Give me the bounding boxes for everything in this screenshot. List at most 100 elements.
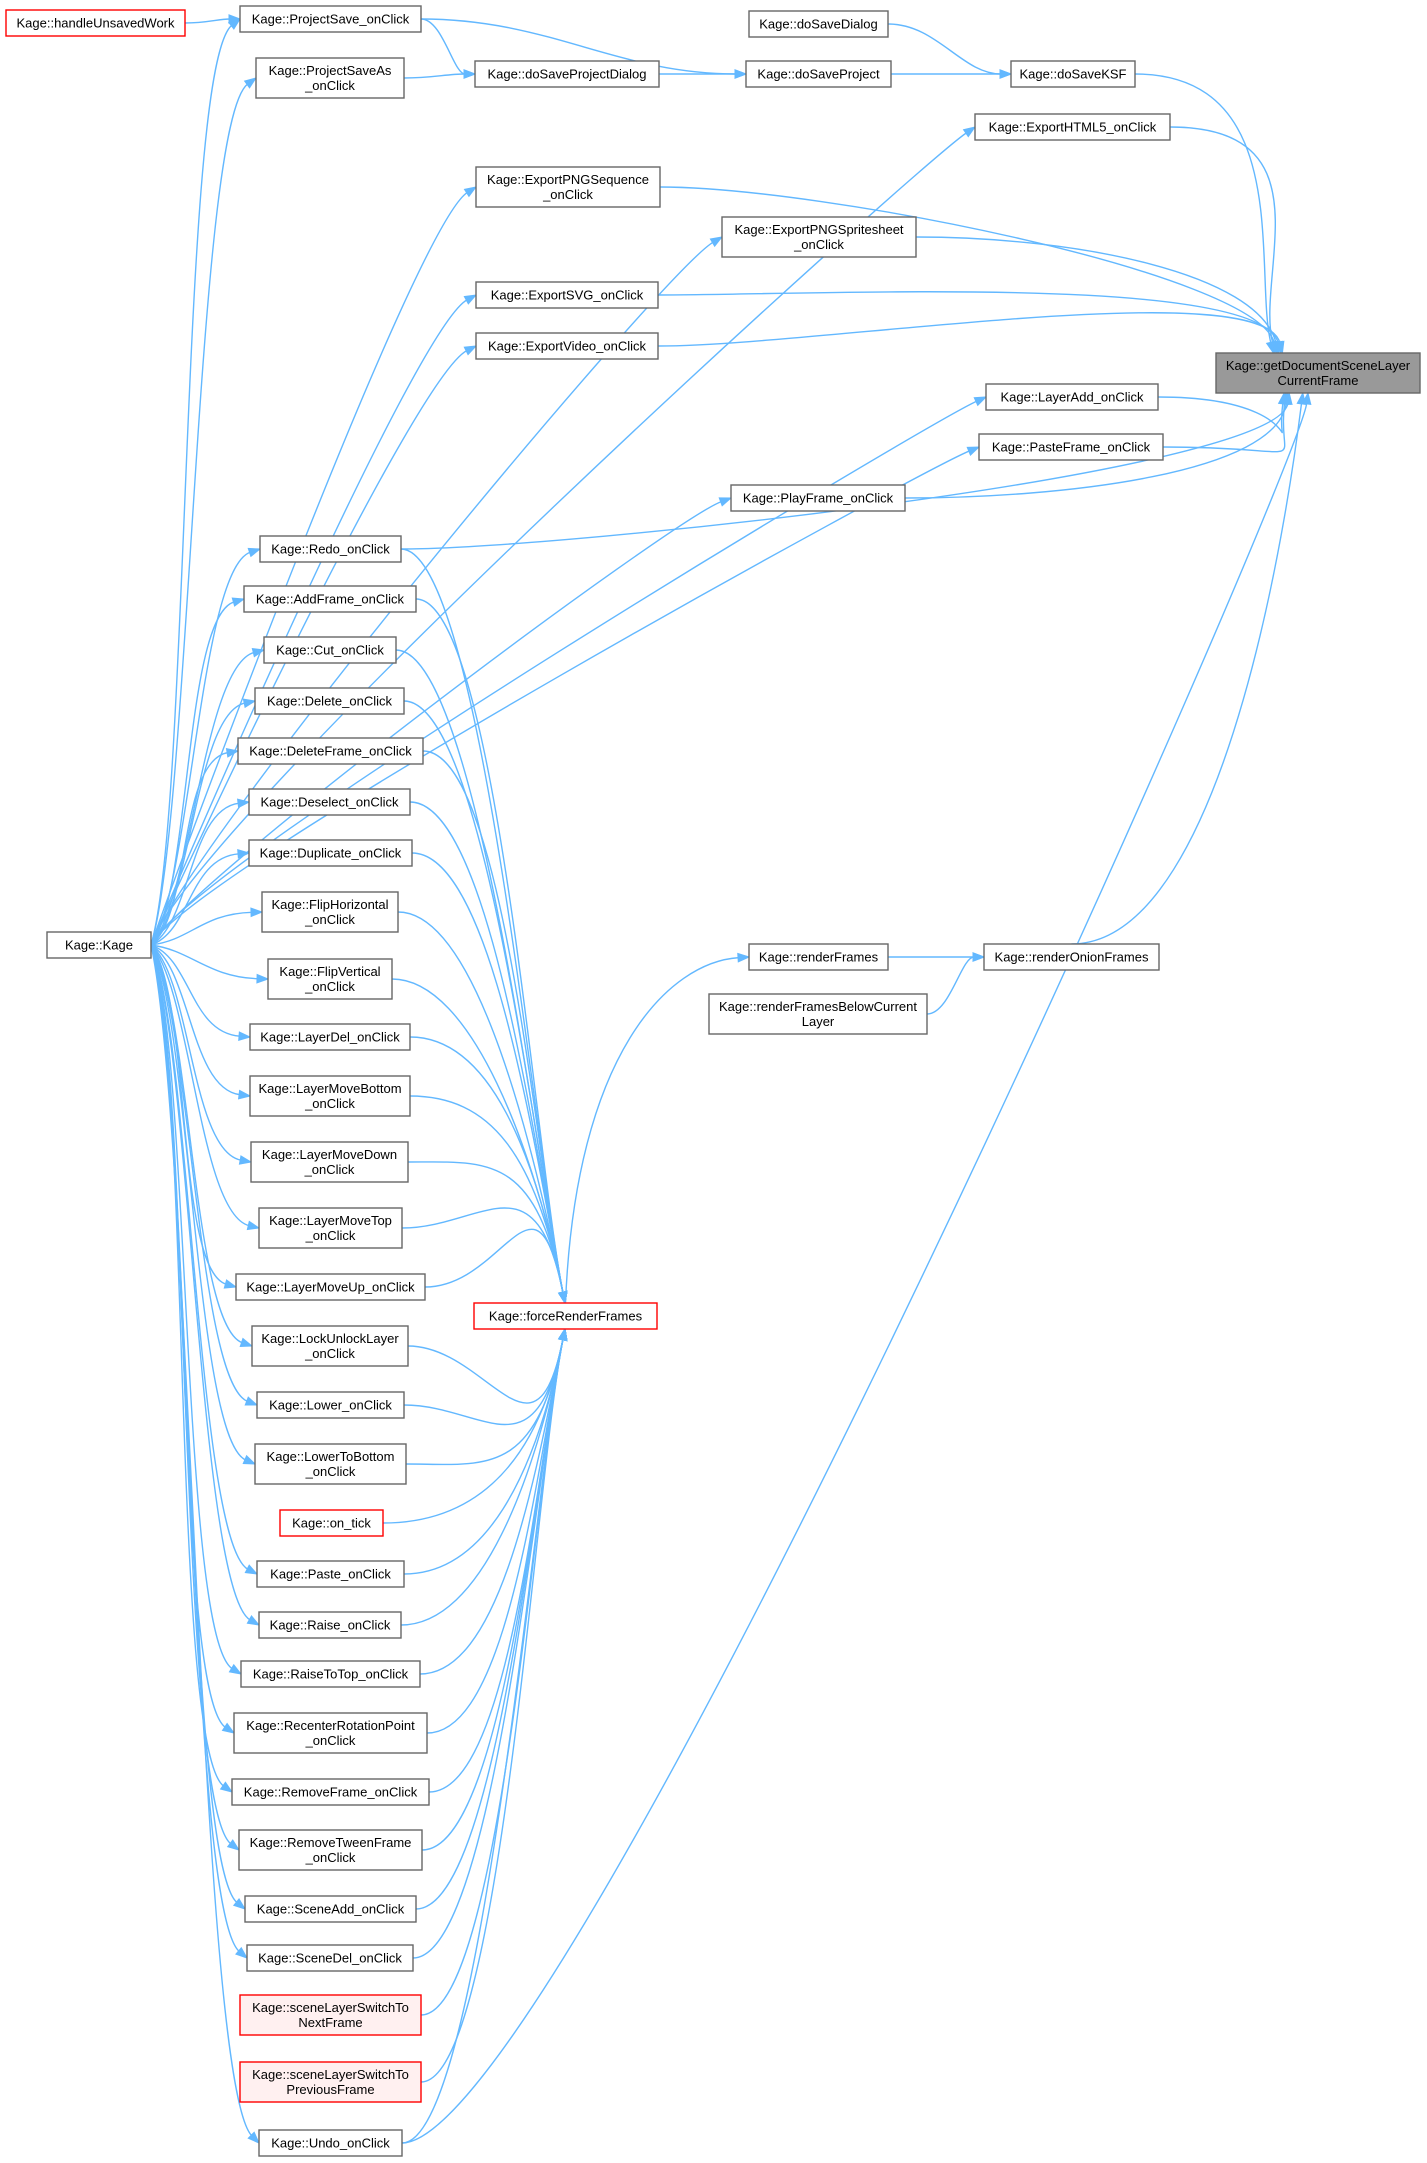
edge-arrowhead bbox=[239, 1337, 254, 1348]
node-label: Kage::LayerMoveTop bbox=[269, 1213, 392, 1228]
node-box bbox=[473, 1302, 658, 1330]
edge-line bbox=[657, 291, 1279, 344]
node-label: Kage::LayerDel_onClick bbox=[260, 1030, 400, 1045]
node-label: Kage::forceRenderFrames bbox=[489, 1309, 643, 1324]
edge-Kage-to-AddFrame_onClick bbox=[150, 597, 246, 946]
node-LowerToBottom_onClick[interactable]: Kage::LowerToBottom_onClick bbox=[254, 1443, 407, 1485]
node-Kage[interactable]: Kage::Kage bbox=[46, 931, 152, 959]
node-label: Kage::Paste_onClick bbox=[270, 1567, 391, 1582]
node-RemoveTweenFrame_onClick[interactable]: Kage::RemoveTweenFrame_onClick bbox=[238, 1829, 423, 1871]
node-box bbox=[243, 585, 417, 613]
node-box bbox=[5, 9, 186, 37]
node-label: Kage::getDocumentSceneLayer bbox=[1226, 358, 1411, 373]
node-ExportPNGSequence_onClick[interactable]: Kage::ExportPNGSequence_onClick bbox=[475, 166, 661, 208]
node-RemoveFrame_onClick[interactable]: Kage::RemoveFrame_onClick bbox=[231, 1778, 430, 1806]
node-PlayFrame_onClick[interactable]: Kage::PlayFrame_onClick bbox=[730, 484, 906, 512]
node-box bbox=[249, 1075, 411, 1117]
node-ExportPNGSpritesheet_onClick[interactable]: Kage::ExportPNGSpritesheet_onClick bbox=[721, 216, 917, 258]
node-Paste_onClick[interactable]: Kage::Paste_onClick bbox=[256, 1560, 405, 1588]
node-ProjectSaveAs_onClick[interactable]: Kage::ProjectSaveAs_onClick bbox=[255, 57, 405, 99]
edge-line bbox=[926, 956, 975, 1015]
node-box bbox=[46, 931, 152, 959]
node-label: _onClick bbox=[304, 1162, 355, 1177]
node-RecenterRotationPoint_onClick[interactable]: Kage::RecenterRotationPoint_onClick bbox=[233, 1712, 428, 1754]
edge-line bbox=[150, 911, 253, 946]
edge-LayerMoveUp_onClick-to-forceRenderFrames bbox=[424, 1228, 568, 1305]
node-AddFrame_onClick[interactable]: Kage::AddFrame_onClick bbox=[243, 585, 417, 613]
node-box bbox=[258, 2129, 403, 2157]
node-doSaveProjectDialog[interactable]: Kage::doSaveProjectDialog bbox=[474, 60, 660, 88]
node-ExportHTML5_onClick[interactable]: Kage::ExportHTML5_onClick bbox=[974, 113, 1171, 141]
edge-arrowhead bbox=[1274, 340, 1285, 355]
node-LockUnlockLayer_onClick[interactable]: Kage::LockUnlockLayer_onClick bbox=[251, 1325, 409, 1367]
node-Raise_onClick[interactable]: Kage::Raise_onClick bbox=[258, 1611, 402, 1639]
edge-line bbox=[415, 598, 564, 1294]
node-label: _onClick bbox=[305, 1733, 356, 1748]
node-box bbox=[248, 839, 413, 867]
node-label: Kage::Duplicate_onClick bbox=[260, 846, 402, 861]
node-LayerMoveBottom_onClick[interactable]: Kage::LayerMoveBottom_onClick bbox=[249, 1075, 411, 1117]
node-LayerDel_onClick[interactable]: Kage::LayerDel_onClick bbox=[249, 1023, 411, 1051]
node-box bbox=[1215, 352, 1421, 394]
node-label: Kage::on_tick bbox=[292, 1516, 371, 1531]
node-LayerMoveTop_onClick[interactable]: Kage::LayerMoveTop_onClick bbox=[258, 1207, 403, 1249]
node-renderFrames[interactable]: Kage::renderFrames bbox=[748, 943, 889, 971]
node-DeleteFrame_onClick[interactable]: Kage::DeleteFrame_onClick bbox=[237, 737, 424, 765]
node-SceneAdd_onClick[interactable]: Kage::SceneAdd_onClick bbox=[244, 1895, 417, 1923]
edge-line bbox=[400, 1338, 564, 1626]
edge-forceRenderFrames-to-renderFrames bbox=[564, 952, 751, 1304]
node-ExportSVG_onClick[interactable]: Kage::ExportSVG_onClick bbox=[475, 281, 659, 309]
node-box bbox=[235, 1273, 426, 1301]
node-Redo_onClick[interactable]: Kage::Redo_onClick bbox=[259, 535, 402, 563]
edge-line bbox=[657, 312, 1281, 347]
node-Lower_onClick[interactable]: Kage::Lower_onClick bbox=[256, 1391, 405, 1419]
node-FlipHorizontal_onClick[interactable]: Kage::FlipHorizontal_onClick bbox=[261, 891, 399, 933]
edge-line bbox=[150, 944, 251, 1621]
node-on_tick[interactable]: Kage::on_tick bbox=[279, 1509, 384, 1537]
node-box bbox=[250, 1141, 409, 1183]
node-FlipVertical_onClick[interactable]: Kage::FlipVertical_onClick bbox=[267, 958, 393, 1000]
node-Undo_onClick[interactable]: Kage::Undo_onClick bbox=[258, 2129, 403, 2157]
node-label: Kage::Lower_onClick bbox=[269, 1398, 392, 1413]
node-box bbox=[261, 891, 399, 933]
node-LayerMoveUp_onClick[interactable]: Kage::LayerMoveUp_onClick bbox=[235, 1273, 426, 1301]
node-label: Kage::renderOnionFrames bbox=[995, 950, 1149, 965]
node-label: Kage::SceneDel_onClick bbox=[258, 1951, 402, 1966]
edge-line bbox=[659, 186, 1276, 344]
node-doSaveProject[interactable]: Kage::doSaveProject bbox=[745, 60, 892, 88]
edge-ProjectSaveAs_onClick-to-doSaveProjectDialog bbox=[403, 69, 477, 79]
node-Delete_onClick[interactable]: Kage::Delete_onClick bbox=[254, 687, 405, 715]
node-Cut_onClick[interactable]: Kage::Cut_onClick bbox=[263, 636, 397, 664]
node-PasteFrame_onClick[interactable]: Kage::PasteFrame_onClick bbox=[978, 433, 1164, 461]
node-label: Kage::LayerMoveDown bbox=[262, 1147, 397, 1162]
edge-line bbox=[564, 956, 740, 1304]
node-doSaveKSF[interactable]: Kage::doSaveKSF bbox=[1010, 60, 1136, 88]
node-handleUnsavedWork[interactable]: Kage::handleUnsavedWork bbox=[5, 9, 186, 37]
node-ExportVideo_onClick[interactable]: Kage::ExportVideo_onClick bbox=[475, 332, 659, 360]
edge-arrowhead bbox=[232, 1897, 247, 1910]
edge-line bbox=[150, 702, 246, 946]
node-forceRenderFrames[interactable]: Kage::forceRenderFrames bbox=[473, 1302, 658, 1330]
edge-line bbox=[150, 944, 253, 2137]
edge-arrowhead bbox=[718, 497, 733, 507]
node-box bbox=[239, 2061, 422, 2103]
node-doSaveDialog[interactable]: Kage::doSaveDialog bbox=[748, 10, 889, 38]
edge-line bbox=[150, 944, 242, 1161]
node-RaiseToTop_onClick[interactable]: Kage::RaiseToTop_onClick bbox=[240, 1660, 421, 1688]
edge-Kage-to-SceneDel_onClick bbox=[150, 944, 249, 1959]
node-LayerAdd_onClick[interactable]: Kage::LayerAdd_onClick bbox=[985, 383, 1159, 411]
edge-ExportVideo_onClick-to-getDocumentSceneLayerCurrentFrame bbox=[657, 312, 1285, 355]
edge-arrowhead bbox=[228, 1663, 243, 1675]
node-LayerMoveDown_onClick[interactable]: Kage::LayerMoveDown_onClick bbox=[250, 1141, 409, 1183]
node-SceneDel_onClick[interactable]: Kage::SceneDel_onClick bbox=[246, 1944, 414, 1972]
node-Deselect_onClick[interactable]: Kage::Deselect_onClick bbox=[248, 788, 411, 816]
node-ProjectSave_onClick[interactable]: Kage::ProjectSave_onClick bbox=[239, 5, 422, 33]
node-Duplicate_onClick[interactable]: Kage::Duplicate_onClick bbox=[248, 839, 413, 867]
edge-line bbox=[397, 911, 564, 1294]
node-renderOnionFrames[interactable]: Kage::renderOnionFrames bbox=[983, 943, 1160, 971]
edge-line bbox=[887, 23, 1002, 75]
